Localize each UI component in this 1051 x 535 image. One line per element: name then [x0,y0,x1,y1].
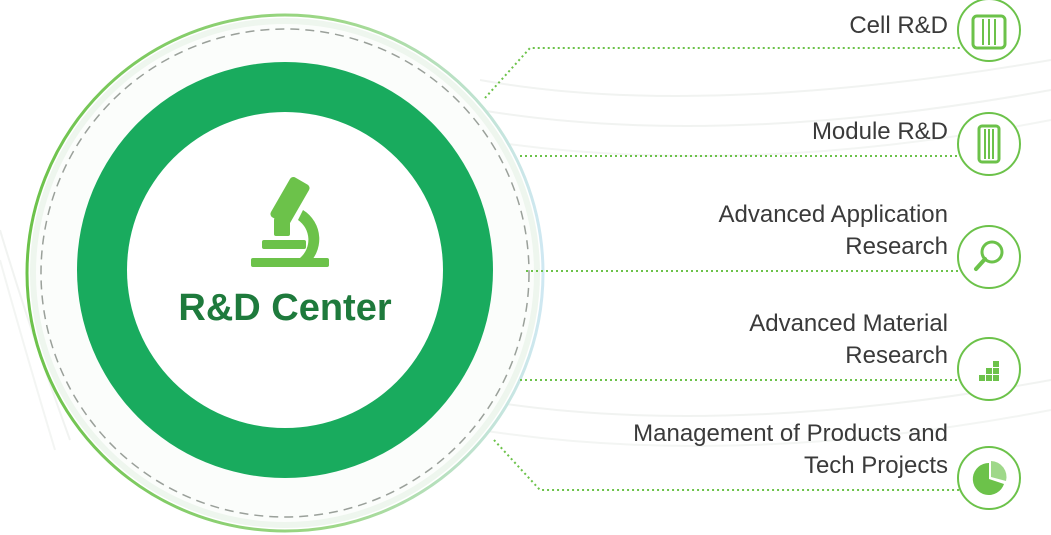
solar-cell-icon [971,14,1007,50]
item-label-cell: Cell R&D [849,12,948,39]
magnifier-icon [974,240,1004,271]
dashed-ring [40,28,530,518]
item-label-application: Advanced Application Research [718,201,949,260]
item-label-management: Management of Products and Tech Projects [633,420,948,479]
solar-module-icon [977,124,1001,164]
item-label-module: Module R&D [811,118,948,145]
center-title: R&D Center [178,287,392,329]
pie-chart-icon [972,461,1007,495]
white-core [127,112,443,428]
advanced-application-research-button[interactable] [957,225,1021,289]
management-products-tech-projects-button[interactable] [957,446,1021,510]
material-grid-icon [979,361,999,381]
cell-rd-button[interactable] [957,0,1021,62]
connector-cell [484,47,960,99]
advanced-material-research-button[interactable] [957,337,1021,401]
item-label-material: Advanced Material Research [749,310,948,369]
module-rd-button[interactable] [957,112,1021,176]
